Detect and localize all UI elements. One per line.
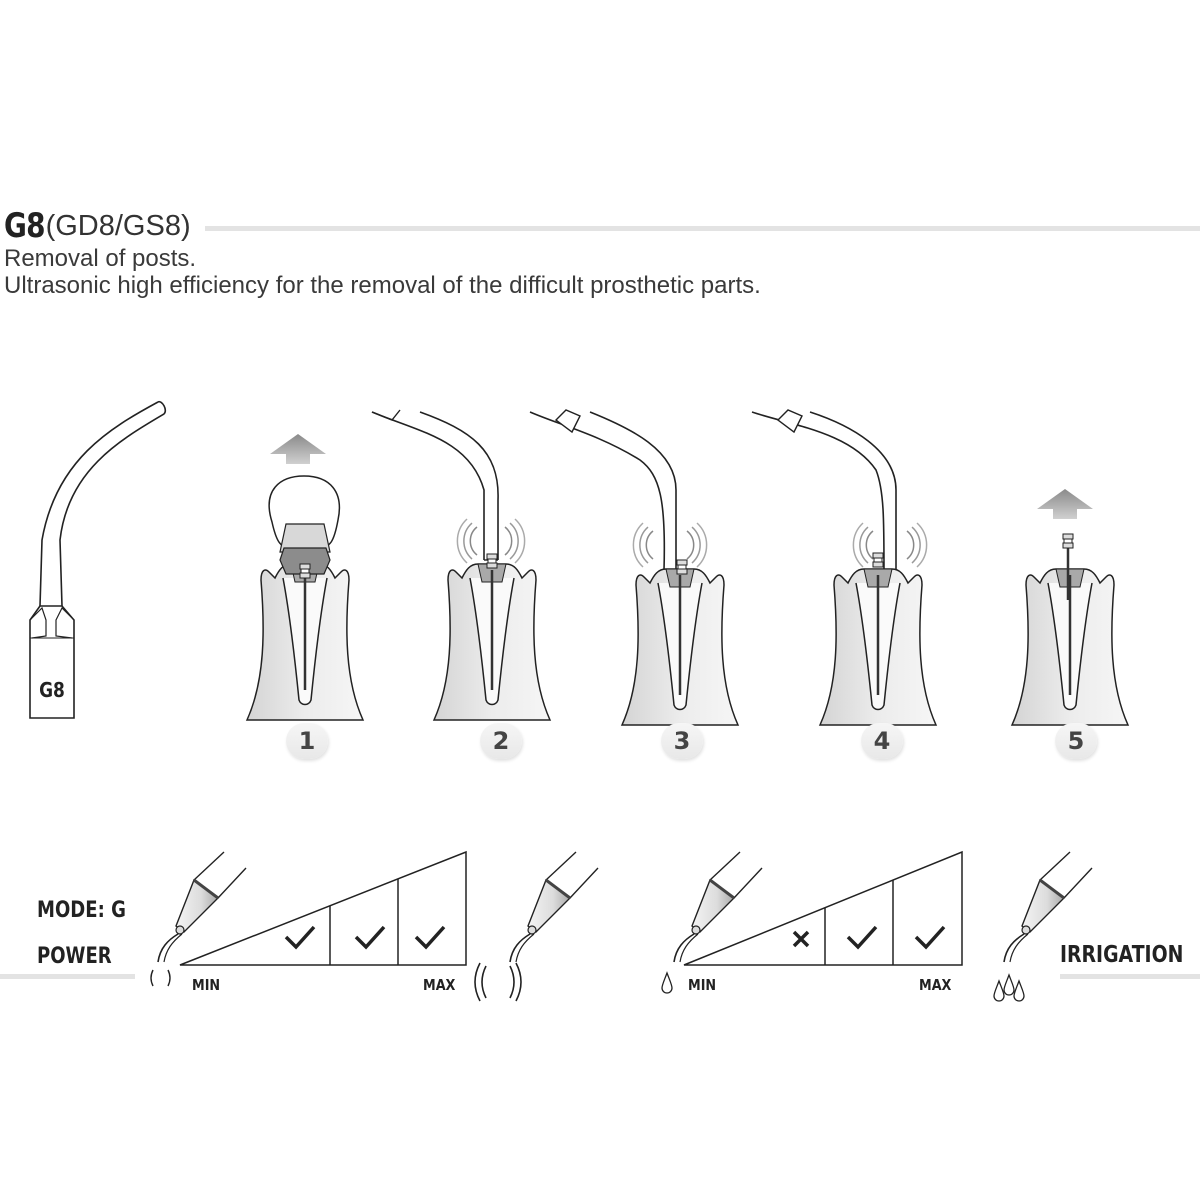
step-5-illustration [1010,489,1130,727]
step-badge-3: 3 [661,723,703,759]
irrigation-scale [661,850,1094,1002]
power-max-label: MAX [423,976,456,994]
power-scale [150,850,600,1002]
step-badge-4: 4 [861,723,903,759]
drop-3-icon [1013,980,1025,1002]
step-badge-2: 2 [480,723,522,759]
title-row: G8 (GD8/GS8) [4,205,1200,245]
product-header: G8 (GD8/GS8) Removal of posts. Ultrasoni… [4,205,1200,299]
model-name: G8 [4,206,45,246]
drop-1-icon [993,980,1005,1002]
settings-panel: MODE: G POWER IRRIGATION [0,840,1200,1020]
description-line-1: Removal of posts. [4,245,197,272]
handpiece-max-irrigation-icon [1002,850,1094,964]
step-1-illustration [245,434,365,722]
procedure-diagram: G8 [0,390,1200,780]
drop-2-icon [1003,974,1015,996]
power-label: POWER [37,944,112,969]
description-line-2: Ultrasonic high efficiency for the remov… [4,272,761,299]
g8-tip-illustration [29,400,167,719]
title-divider [204,226,1200,231]
irrigation-min-label: MIN [688,976,717,994]
step-badge-5: 5 [1055,723,1097,759]
mode-label: MODE: G [37,898,126,923]
step-4-illustration [751,409,938,727]
power-rule [0,974,135,979]
irrigation-label: IRRIGATION [1060,942,1184,968]
handpiece-max-power-icon [508,850,600,964]
tip-model-label: G8 [39,680,65,703]
irrigation-rule [1060,974,1200,979]
model-variants: (GD8/GS8) [45,210,191,242]
irrigation-max-label: MAX [919,976,952,994]
step-badge-1: 1 [286,723,328,759]
single-drop-icon [661,972,673,994]
step-2-illustration [371,409,552,722]
power-min-label: MIN [192,976,221,994]
step-3-illustration [529,409,740,727]
